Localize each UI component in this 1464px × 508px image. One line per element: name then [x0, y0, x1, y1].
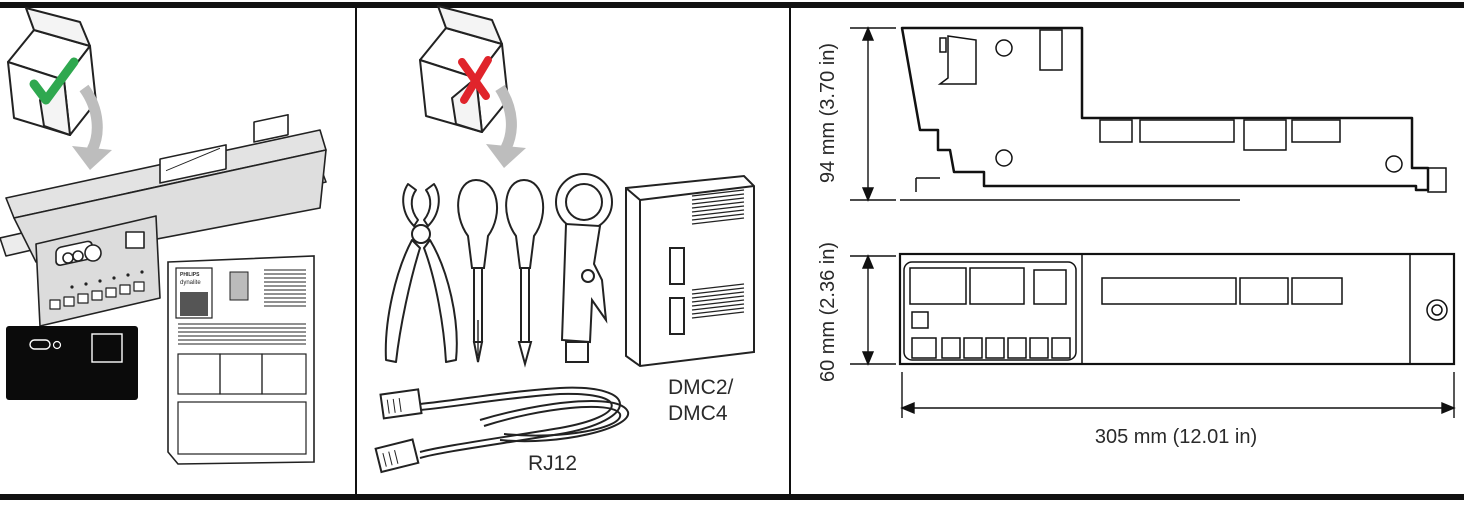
- top-rule: [0, 2, 1464, 8]
- screwdriver-phillips-icon: [457, 178, 499, 363]
- rj12-plug-bottom: [374, 438, 420, 474]
- dim-height-side: 94 mm (3.70 in): [817, 43, 839, 183]
- front-view-outline: [898, 252, 1456, 366]
- open-box-icon-2: [419, 5, 509, 133]
- controller-device: [0, 113, 327, 327]
- green-check-icon: [29, 57, 79, 105]
- rj12-cable-icon: [419, 386, 630, 459]
- black-cover-plate: [6, 326, 138, 400]
- side-view-details: [900, 29, 1447, 201]
- instruction-sheet: PHILIPS dynalite: [167, 255, 315, 465]
- red-cross-icon: [458, 56, 492, 104]
- crimp-tool-icon: [555, 173, 613, 363]
- rj12-plug-top: [379, 388, 423, 420]
- pliers-icon: [384, 183, 458, 363]
- screwdriver-flat-icon: [505, 178, 545, 368]
- panel-dimensions: 94 mm (3.70 in) 60 mm (2.36 in) 305 mm (…: [817, 26, 1456, 448]
- panel-in-box: PHILIPS dynalite: [0, 7, 327, 465]
- brand-line1: PHILIPS: [180, 272, 200, 278]
- dim-width: 305 mm (12.01 in): [1095, 426, 1257, 448]
- brand-line2: dynalite: [180, 280, 201, 286]
- panel-not-in-box: DMC2/ DMC4 RJ12: [374, 5, 755, 475]
- sheet-text-lines: [178, 269, 306, 345]
- bottom-rule: [0, 494, 1464, 500]
- enclosure-label-line2: DMC4: [668, 402, 728, 425]
- front-view-details: [903, 254, 1448, 364]
- side-view-outline: [900, 26, 1430, 192]
- enclosure-label-line1: DMC2/: [668, 376, 734, 399]
- cable-label: RJ12: [528, 452, 577, 475]
- down-arrow-icon: [72, 84, 112, 170]
- dmc-enclosure-icon: [625, 174, 755, 368]
- down-arrow-icon-2: [486, 85, 526, 168]
- open-box-icon: [7, 7, 97, 136]
- dim-height-front: 60 mm (2.36 in): [817, 242, 839, 382]
- dimension-lines: [850, 26, 1456, 418]
